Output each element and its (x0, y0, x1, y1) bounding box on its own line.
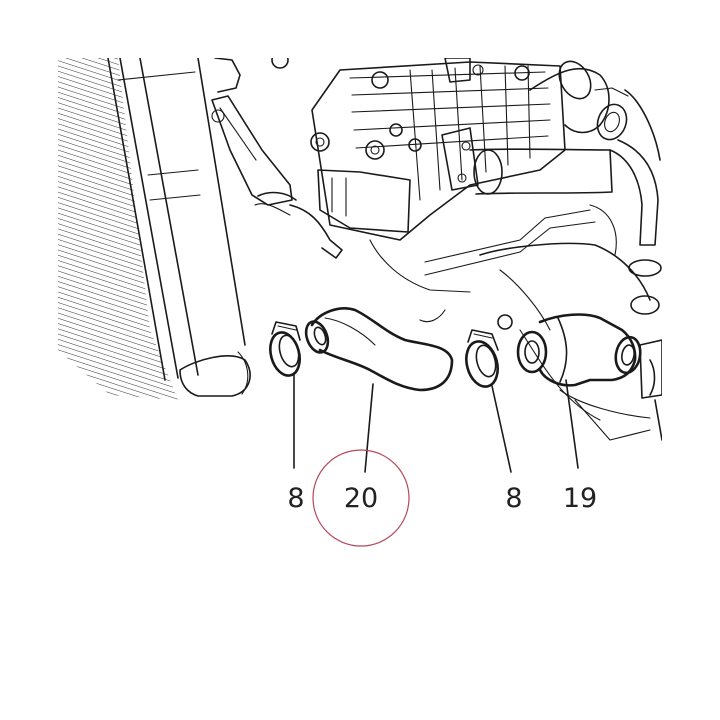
callout-clamp-right: 8 (505, 483, 522, 514)
pipe-union (516, 313, 642, 387)
hose-clamp-left (269, 321, 301, 377)
upper-hose (529, 60, 661, 161)
engine-background (58, 58, 662, 441)
engine-block (271, 58, 566, 241)
callout-union: 19 (563, 483, 597, 514)
leader-clamp-right (491, 385, 512, 473)
callout-labels: 8 20 8 19 (287, 483, 597, 514)
leader-union (565, 379, 579, 469)
highlight-circle (312, 449, 410, 547)
radiator (58, 58, 251, 400)
hose-clamp-right (465, 329, 499, 388)
thermostat-housing (441, 127, 659, 246)
leader-hose (364, 383, 374, 473)
lower-frame (254, 203, 662, 441)
coolant-hose (304, 307, 454, 392)
leader-lines (293, 373, 579, 473)
radiator-bracket (211, 95, 297, 206)
callout-hose: 20 (344, 483, 378, 514)
callout-clamp-left: 8 (287, 483, 304, 514)
